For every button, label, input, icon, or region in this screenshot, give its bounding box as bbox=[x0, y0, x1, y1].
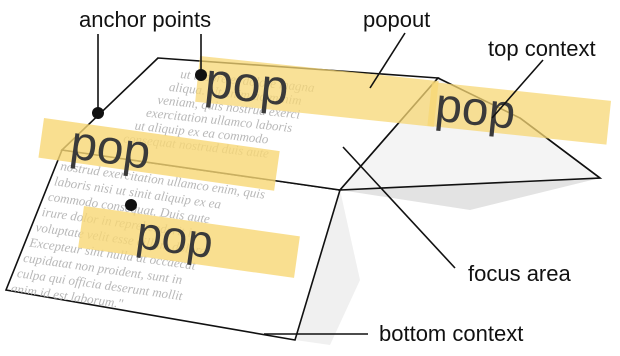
popout-top-word: pop bbox=[203, 52, 292, 116]
anchor-point-left bbox=[92, 107, 104, 119]
label-focus-area: focus area bbox=[468, 261, 571, 286]
label-top-context: top context bbox=[488, 36, 596, 61]
popout-left: pop bbox=[38, 116, 280, 191]
popout-left-word: pop bbox=[67, 116, 154, 180]
popout-middle: pop bbox=[78, 206, 300, 278]
bottom-shadow bbox=[295, 190, 360, 345]
label-bottom-context: bottom context bbox=[379, 321, 523, 346]
popout-top: pop bbox=[195, 52, 439, 127]
callout-lines bbox=[97, 32, 544, 335]
label-popout: popout bbox=[363, 7, 430, 32]
anchor-point-top bbox=[195, 69, 207, 81]
anchor-point-middle bbox=[125, 199, 137, 211]
popout-top-context-word: pop bbox=[433, 79, 518, 140]
popout-top-context: pop bbox=[427, 79, 612, 145]
popout-middle-word: pop bbox=[133, 206, 216, 268]
label-anchor-points: anchor points bbox=[79, 7, 211, 32]
